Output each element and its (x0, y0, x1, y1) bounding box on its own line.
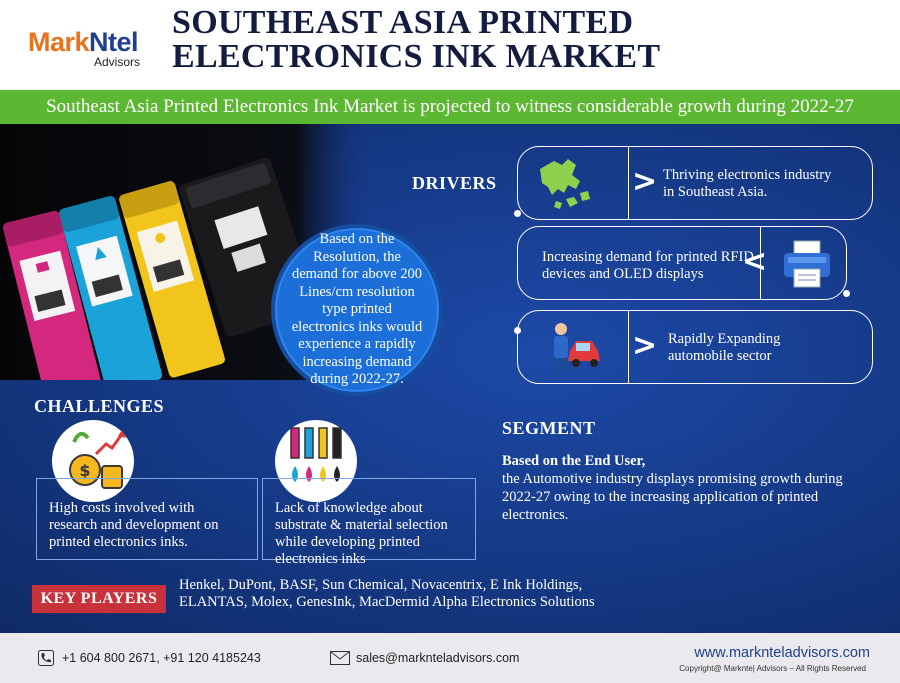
logo-subtitle: Advisors (94, 55, 141, 69)
logo-wordmark: MarkNtel (28, 28, 140, 56)
key-players-list: Henkel, DuPont, BASF, Sun Chemical, Nova… (179, 577, 595, 610)
logo-part-ntel: Ntel (89, 27, 139, 57)
footer-copyright: Copyright@ Marknte| Advisors – All Right… (679, 664, 866, 673)
printer-icon (784, 240, 830, 288)
driver-connector-dot (514, 327, 521, 334)
chevron-right-icon: > (632, 164, 658, 199)
driver-card-3: > Rapidly Expanding automobile sector (517, 310, 873, 384)
southeast-asia-map-icon (540, 159, 590, 209)
mechanic-car-icon (554, 323, 600, 372)
driver-2-divider (760, 227, 761, 299)
resolution-highlight-text: Based on the Resolution, the demand for … (291, 231, 423, 388)
driver-3-divider (628, 311, 629, 383)
main-panel: Based on the Resolution, the demand for … (0, 124, 900, 633)
phone-icon (38, 650, 54, 666)
company-logo[interactable]: MarkNtel Advisors (28, 28, 140, 68)
driver-2-text: Increasing demand for printed RFID devic… (542, 249, 754, 282)
challenge-card-1: High costs involved with research and de… (36, 478, 258, 560)
footer-email[interactable]: sales@marknteladvisors.com (356, 651, 520, 665)
svg-text:$: $ (79, 461, 90, 480)
chevron-left-icon: > (742, 244, 768, 279)
logo-part-mark: Mark (28, 27, 90, 57)
growth-banner: Southeast Asia Printed Electronics Ink M… (0, 90, 900, 124)
key-players-label: KEY PLAYERS (32, 585, 166, 613)
drivers-heading: DRIVERS (412, 173, 497, 193)
resolution-highlight-bubble: Based on the Resolution, the demand for … (271, 224, 443, 396)
footer-website-link[interactable]: www.marknteladvisors.com (694, 645, 870, 661)
segment-body: the Automotive industry displays promisi… (502, 471, 843, 523)
driver-connector-dot (514, 210, 521, 217)
driver-1-text: Thriving electronics industry in Southea… (663, 167, 832, 200)
driver-1-divider (628, 147, 629, 219)
driver-card-2: Increasing demand for printed RFID devic… (517, 226, 847, 300)
challenge-1-text: High costs involved with research and de… (49, 500, 219, 550)
segment-heading: SEGMENT (502, 418, 596, 438)
footer: +1 604 800 2671, +91 120 4185243 sales@m… (0, 633, 900, 683)
segment-lead: Based on the End User, (502, 453, 646, 469)
challenges-heading: CHALLENGES (34, 396, 165, 416)
footer-phone[interactable]: +1 604 800 2671, +91 120 4185243 (62, 651, 261, 665)
chevron-right-icon: > (632, 328, 658, 363)
cost-growth-icon: $ (52, 420, 134, 502)
page-title: SOUTHEAST ASIA PRINTED ELECTRONICS INK M… (172, 6, 660, 74)
driver-card-1: > Thriving electronics industry in South… (517, 146, 873, 220)
driver-3-text: Rapidly Expanding automobile sector (668, 331, 781, 364)
title-line-2: ELECTRONICS INK MARKET (172, 38, 661, 75)
title-line-1: SOUTHEAST ASIA PRINTED (172, 4, 634, 41)
challenge-2-text: Lack of knowledge about substrate & mate… (275, 500, 448, 567)
segment-description: Based on the End User, the Automotive in… (502, 452, 872, 524)
email-icon (330, 651, 350, 665)
driver-connector-dot (843, 290, 850, 297)
challenge-card-2: Lack of knowledge about substrate & mate… (262, 478, 476, 567)
header: MarkNtel Advisors SOUTHEAST ASIA PRINTED… (0, 0, 900, 90)
